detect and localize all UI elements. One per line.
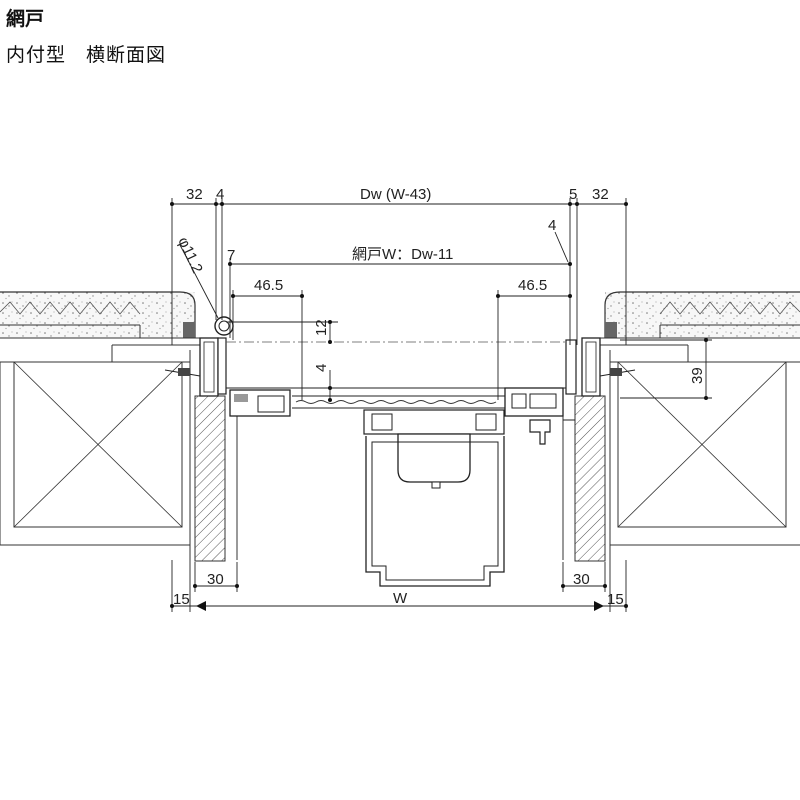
dim-screen-width-label: 網戸W：Dw-11 [352, 246, 453, 263]
dim-top-left-32: 32 [186, 186, 203, 203]
dim-39: 39 [689, 367, 706, 384]
left-wall-panel [13, 361, 183, 528]
dim-right-4: 4 [548, 217, 556, 234]
right-wall [600, 291, 800, 546]
w-arrows [196, 601, 604, 611]
right-frame-profile [565, 337, 636, 397]
dim-left-46-5: 46.5 [254, 277, 283, 294]
dim-12: 12 [313, 319, 330, 336]
dim-w-label: W [393, 590, 408, 607]
dim-bottom-right-30: 30 [573, 571, 590, 588]
diagram-subtitle: 内付型 横断面図 [6, 44, 167, 66]
left-sash-rail [229, 389, 291, 417]
right-jamb [562, 350, 611, 562]
diagram-title: 網戸 [6, 8, 45, 30]
dimension-lines [171, 198, 712, 612]
center-handle [363, 409, 505, 587]
right-wall-panel [617, 361, 787, 528]
dim-bottom-left-15: 15 [173, 591, 190, 608]
left-wall [0, 291, 200, 546]
right-sash-rail [504, 387, 575, 445]
dim-top-left-4: 4 [216, 186, 224, 203]
left-jamb [189, 350, 238, 562]
dim-bottom-right-15: 15 [607, 591, 624, 608]
dim-phi-label: φ11.2 [174, 235, 205, 276]
dim-4-mid: 4 [313, 364, 330, 372]
dim-right-46-5: 46.5 [518, 277, 547, 294]
dimension-ticks [170, 202, 708, 608]
dim-bottom-left-30: 30 [207, 571, 224, 588]
dim-top-right-5: 5 [569, 186, 577, 203]
dim-dw-label: Dw (W-43) [360, 186, 431, 203]
dim-top-right-32: 32 [592, 186, 609, 203]
dim-left-7: 7 [227, 247, 235, 264]
